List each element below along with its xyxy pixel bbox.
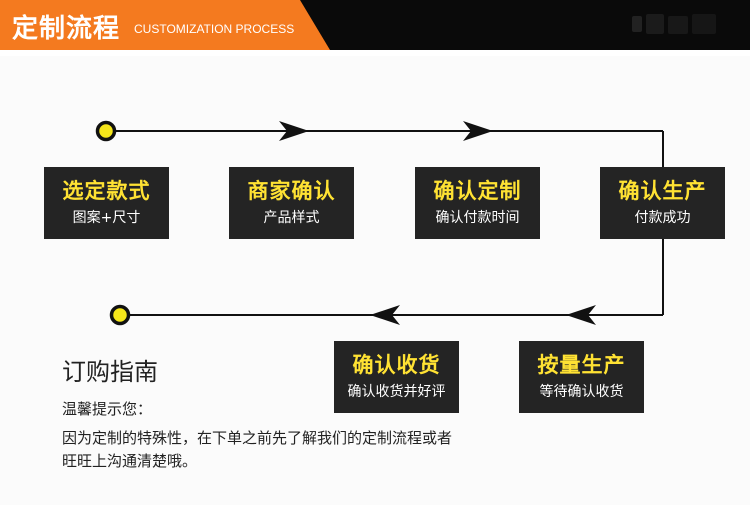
page-subtitle: CUSTOMIZATION PROCESS — [134, 22, 295, 36]
step-title: 确认生产 — [618, 179, 707, 203]
step-mass-production: 按量生产 等待确认收货 — [519, 341, 644, 413]
order-guide-title: 订购指南 — [62, 358, 158, 386]
step-desc: 等待确认收货 — [539, 384, 624, 400]
arrow-right-icon — [463, 121, 493, 141]
order-guide-text: 因为定制的特殊性，在下单之前先了解我们的定制流程或者旺旺上沟通清楚哦。 — [62, 429, 453, 470]
step-title: 选定款式 — [62, 179, 151, 203]
step-select-style: 选定款式 图案+尺寸 — [44, 167, 169, 239]
step-merchant-confirm: 商家确认 产品样式 — [229, 167, 354, 239]
header-accent — [0, 0, 330, 50]
step-confirm-receipt: 确认收货 确认收货并好评 — [334, 341, 459, 413]
step-desc: 确认收货并好评 — [347, 384, 446, 400]
step-desc: 图案+尺寸 — [72, 210, 141, 226]
step-confirm-production: 确认生产 付款成功 — [600, 167, 725, 239]
page-title: 定制流程 — [12, 14, 121, 44]
arrow-right-icon — [279, 121, 309, 141]
order-guide-label: 温馨提示您： — [62, 400, 153, 418]
step-desc: 产品样式 — [263, 210, 320, 226]
start-dot-icon — [95, 120, 117, 142]
header-bar: 定制流程 CUSTOMIZATION PROCESS — [0, 0, 750, 50]
step-title: 确认定制 — [433, 179, 522, 203]
blurred-logo — [632, 12, 718, 36]
step-desc: 确认付款时间 — [435, 210, 520, 226]
end-dot-icon — [109, 304, 131, 326]
step-confirm-custom: 确认定制 确认付款时间 — [415, 167, 540, 239]
step-title: 确认收货 — [352, 353, 441, 377]
arrow-left-icon — [566, 305, 596, 325]
step-title: 按量生产 — [537, 353, 626, 377]
step-desc: 付款成功 — [634, 210, 691, 226]
arrow-left-icon — [370, 305, 400, 325]
step-title: 商家确认 — [247, 179, 336, 203]
